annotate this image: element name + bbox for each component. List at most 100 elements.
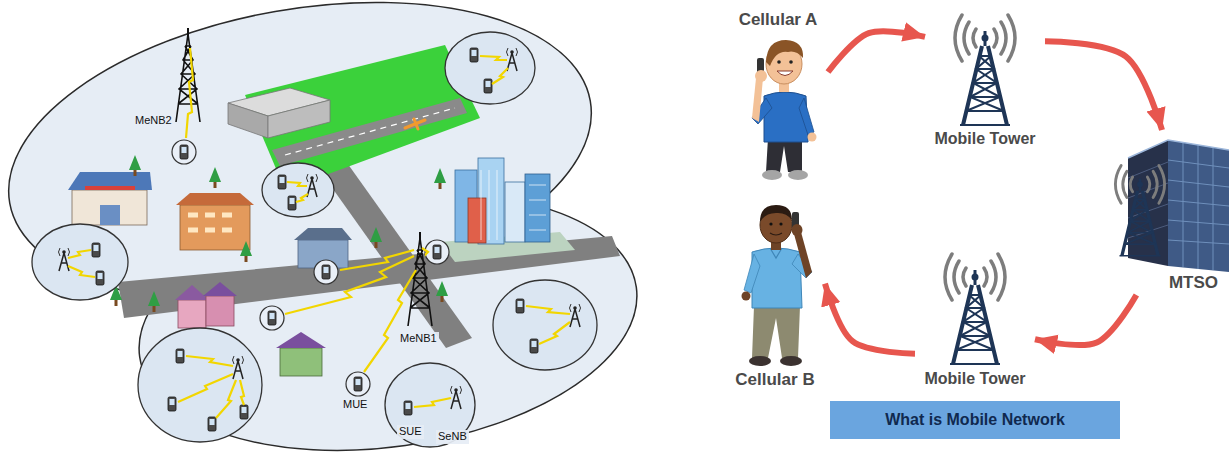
- person-a-figure: [777, 71, 793, 76]
- mtso-building: MTSO: [1098, 130, 1226, 295]
- macro-cell: [422, 248, 428, 254]
- person-b-figure: [769, 222, 772, 225]
- small-cell: [484, 79, 492, 93]
- signal-arrow: [825, 284, 915, 354]
- network-label: MeNB2: [133, 114, 174, 128]
- building: [206, 296, 234, 326]
- macro-cell: [186, 48, 193, 138]
- tower-figure: Mobile Tower: [915, 245, 1035, 390]
- building: [481, 170, 546, 240]
- signal-arrow: [1035, 295, 1136, 345]
- small-cell: [414, 398, 451, 407]
- person-b-figure: [794, 232, 812, 278]
- mobile-tower: [955, 15, 1015, 125]
- small-cell: [176, 349, 184, 363]
- node-label: Mobile Tower: [934, 129, 1035, 148]
- small-cell: [287, 182, 308, 202]
- small-cell: [278, 175, 286, 189]
- person-a-figure: [752, 78, 763, 122]
- small-cell: [32, 224, 128, 300]
- mtso-building: [1115, 140, 1229, 272]
- person-b-figure: [792, 224, 803, 236]
- coverage-area: [0, 0, 653, 452]
- mobile-tower: [945, 254, 1005, 364]
- macro-cell: [364, 270, 416, 372]
- airport: [405, 119, 425, 129]
- network-label: MUE: [341, 398, 369, 412]
- small-cell: [138, 328, 262, 442]
- building: [68, 172, 152, 190]
- small-cell: [32, 32, 597, 447]
- small-cell: [307, 174, 318, 197]
- coverage-area: [123, 164, 653, 452]
- building: [505, 182, 525, 242]
- person-figure: Cellular B: [725, 195, 825, 392]
- macro-cell: [340, 250, 414, 270]
- person-b-figure: [770, 233, 782, 235]
- small-cell: [240, 405, 248, 419]
- small-cell: [233, 356, 244, 379]
- person-figure: Cellular A: [728, 8, 828, 186]
- building: [72, 190, 147, 225]
- mtso-building: [1168, 140, 1229, 272]
- network-label: SeNB: [436, 430, 469, 444]
- small-cell: [570, 304, 581, 327]
- person-a-figure: [764, 92, 808, 142]
- small-cell: [480, 56, 508, 84]
- building: [176, 193, 254, 205]
- tree: [209, 167, 221, 188]
- person-b-figure: [744, 254, 760, 293]
- coverage-area: [123, 164, 653, 452]
- person-b-figure: [760, 205, 792, 222]
- mtso-building: [1115, 166, 1164, 256]
- network-label: SUE: [397, 425, 424, 439]
- small-cell: [208, 417, 216, 431]
- tree: [129, 155, 141, 176]
- macro-cell: [176, 28, 200, 122]
- building: [468, 198, 486, 243]
- building: [276, 332, 326, 348]
- small-cell: [288, 196, 296, 210]
- edge-group: [825, 31, 1162, 353]
- signal-arrow: [1045, 41, 1162, 130]
- building: [178, 300, 206, 328]
- person-a-figure: [766, 40, 803, 66]
- person-b-figure: [749, 356, 771, 366]
- small-cell: [526, 306, 570, 344]
- person-a-figure: [788, 170, 808, 180]
- small-cell: [178, 356, 244, 418]
- node-label: MTSO: [1169, 273, 1218, 293]
- person-a-figure: [752, 40, 817, 180]
- person-b-figure: [742, 292, 751, 301]
- small-cell: [68, 250, 95, 277]
- building: [203, 282, 237, 296]
- building: [175, 285, 209, 300]
- tree: [148, 291, 160, 312]
- small-cell: [445, 32, 535, 104]
- person-a-figure: [762, 170, 782, 180]
- small-cell: [516, 299, 524, 313]
- small-cell: [470, 48, 478, 62]
- node-label: Cellular A: [739, 10, 818, 30]
- person-b-figure: [752, 248, 802, 308]
- small-cell: [507, 48, 518, 71]
- macro-cell: [172, 28, 449, 396]
- caption-box: What is Mobile Network: [830, 401, 1120, 439]
- tree: [110, 155, 448, 312]
- node-label: Mobile Tower: [924, 369, 1025, 388]
- person-a-figure: [766, 138, 802, 172]
- signal-arrow: [828, 31, 925, 72]
- airport: [268, 100, 330, 138]
- person-b-figure: [742, 205, 813, 366]
- building: [85, 186, 135, 190]
- building: [525, 174, 550, 242]
- building: [280, 348, 322, 376]
- small-cell: [168, 397, 176, 411]
- person-b-figure: [780, 356, 802, 366]
- person-b-figure: [752, 306, 800, 358]
- person-a-figure: [799, 98, 814, 135]
- macro-cell: [314, 260, 338, 284]
- network-label: MeNB1: [398, 332, 439, 346]
